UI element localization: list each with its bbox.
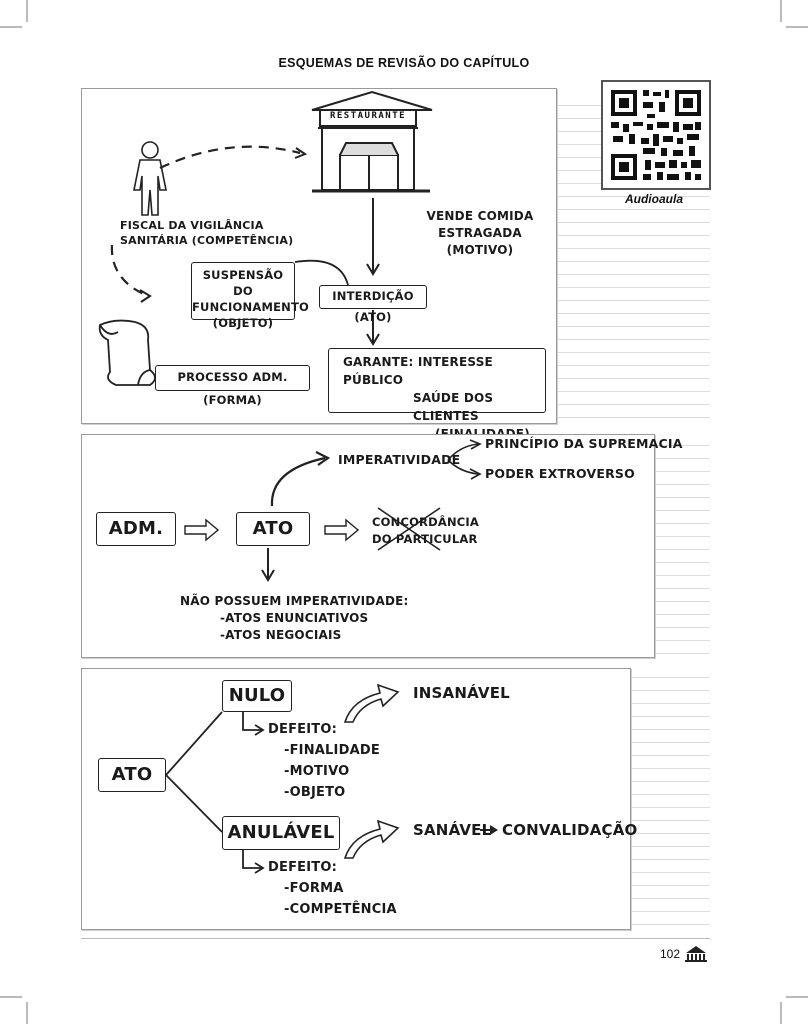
principio-label: PRINCÍPIO DA SUPREMACIA	[485, 436, 683, 451]
anulavel-box: ANULÁVEL	[222, 816, 340, 850]
sanavel-label: SANÁVEL	[413, 821, 492, 839]
insanavel-label: INSANÁVEL	[413, 684, 510, 702]
page-number: 102	[660, 947, 681, 961]
restaurant-building-icon	[311, 90, 433, 193]
anulavel-defeito-list: DEFEITO: -FORMA -COMPETÊNCIA	[268, 860, 397, 917]
ruled-lines-3	[630, 665, 710, 930]
adm-box: ADM.	[96, 512, 176, 546]
ato-box: INTERDIÇÃO (ATO)	[319, 285, 427, 324]
imperatividade-label: IMPERATIVIDADE	[338, 452, 461, 467]
inspector-figure-icon	[133, 141, 167, 216]
convalidacao-label: CONVALIDAÇÃO	[502, 821, 638, 839]
nulo-defeito-list: DEFEITO: -FINALIDADE -MOTIVO -OBJETO	[268, 722, 380, 800]
qr-pattern-icon	[611, 90, 701, 180]
audioaula-label: Audioaula	[624, 192, 683, 206]
ato2-box: ATO	[236, 512, 310, 546]
poder-label: PODER EXTROVERSO	[485, 466, 635, 481]
restaurant-sign: RESTAURANTE	[329, 111, 407, 121]
scroll-document-icon	[98, 319, 156, 386]
nao-possuem-label: NÃO POSSUEM IMPERATIVIDADE: -ATOS ENUNCI…	[180, 594, 409, 642]
finalidade-box: GARANTE: INTERESSE PÚBLICO SAÚDE DOS CLI…	[328, 348, 546, 441]
footer-rule	[81, 938, 710, 939]
page-title: ESQUEMAS DE REVISÃO DO CAPÍTULO	[278, 56, 530, 70]
qr-code[interactable]	[601, 80, 711, 190]
forma-box: PROCESSO ADM. (FORMA)	[155, 365, 310, 407]
nulo-box: NULO	[222, 680, 292, 712]
ruled-lines-2	[655, 433, 710, 658]
scheme2-panel	[81, 434, 655, 658]
ato3-box: ATO	[98, 758, 166, 792]
